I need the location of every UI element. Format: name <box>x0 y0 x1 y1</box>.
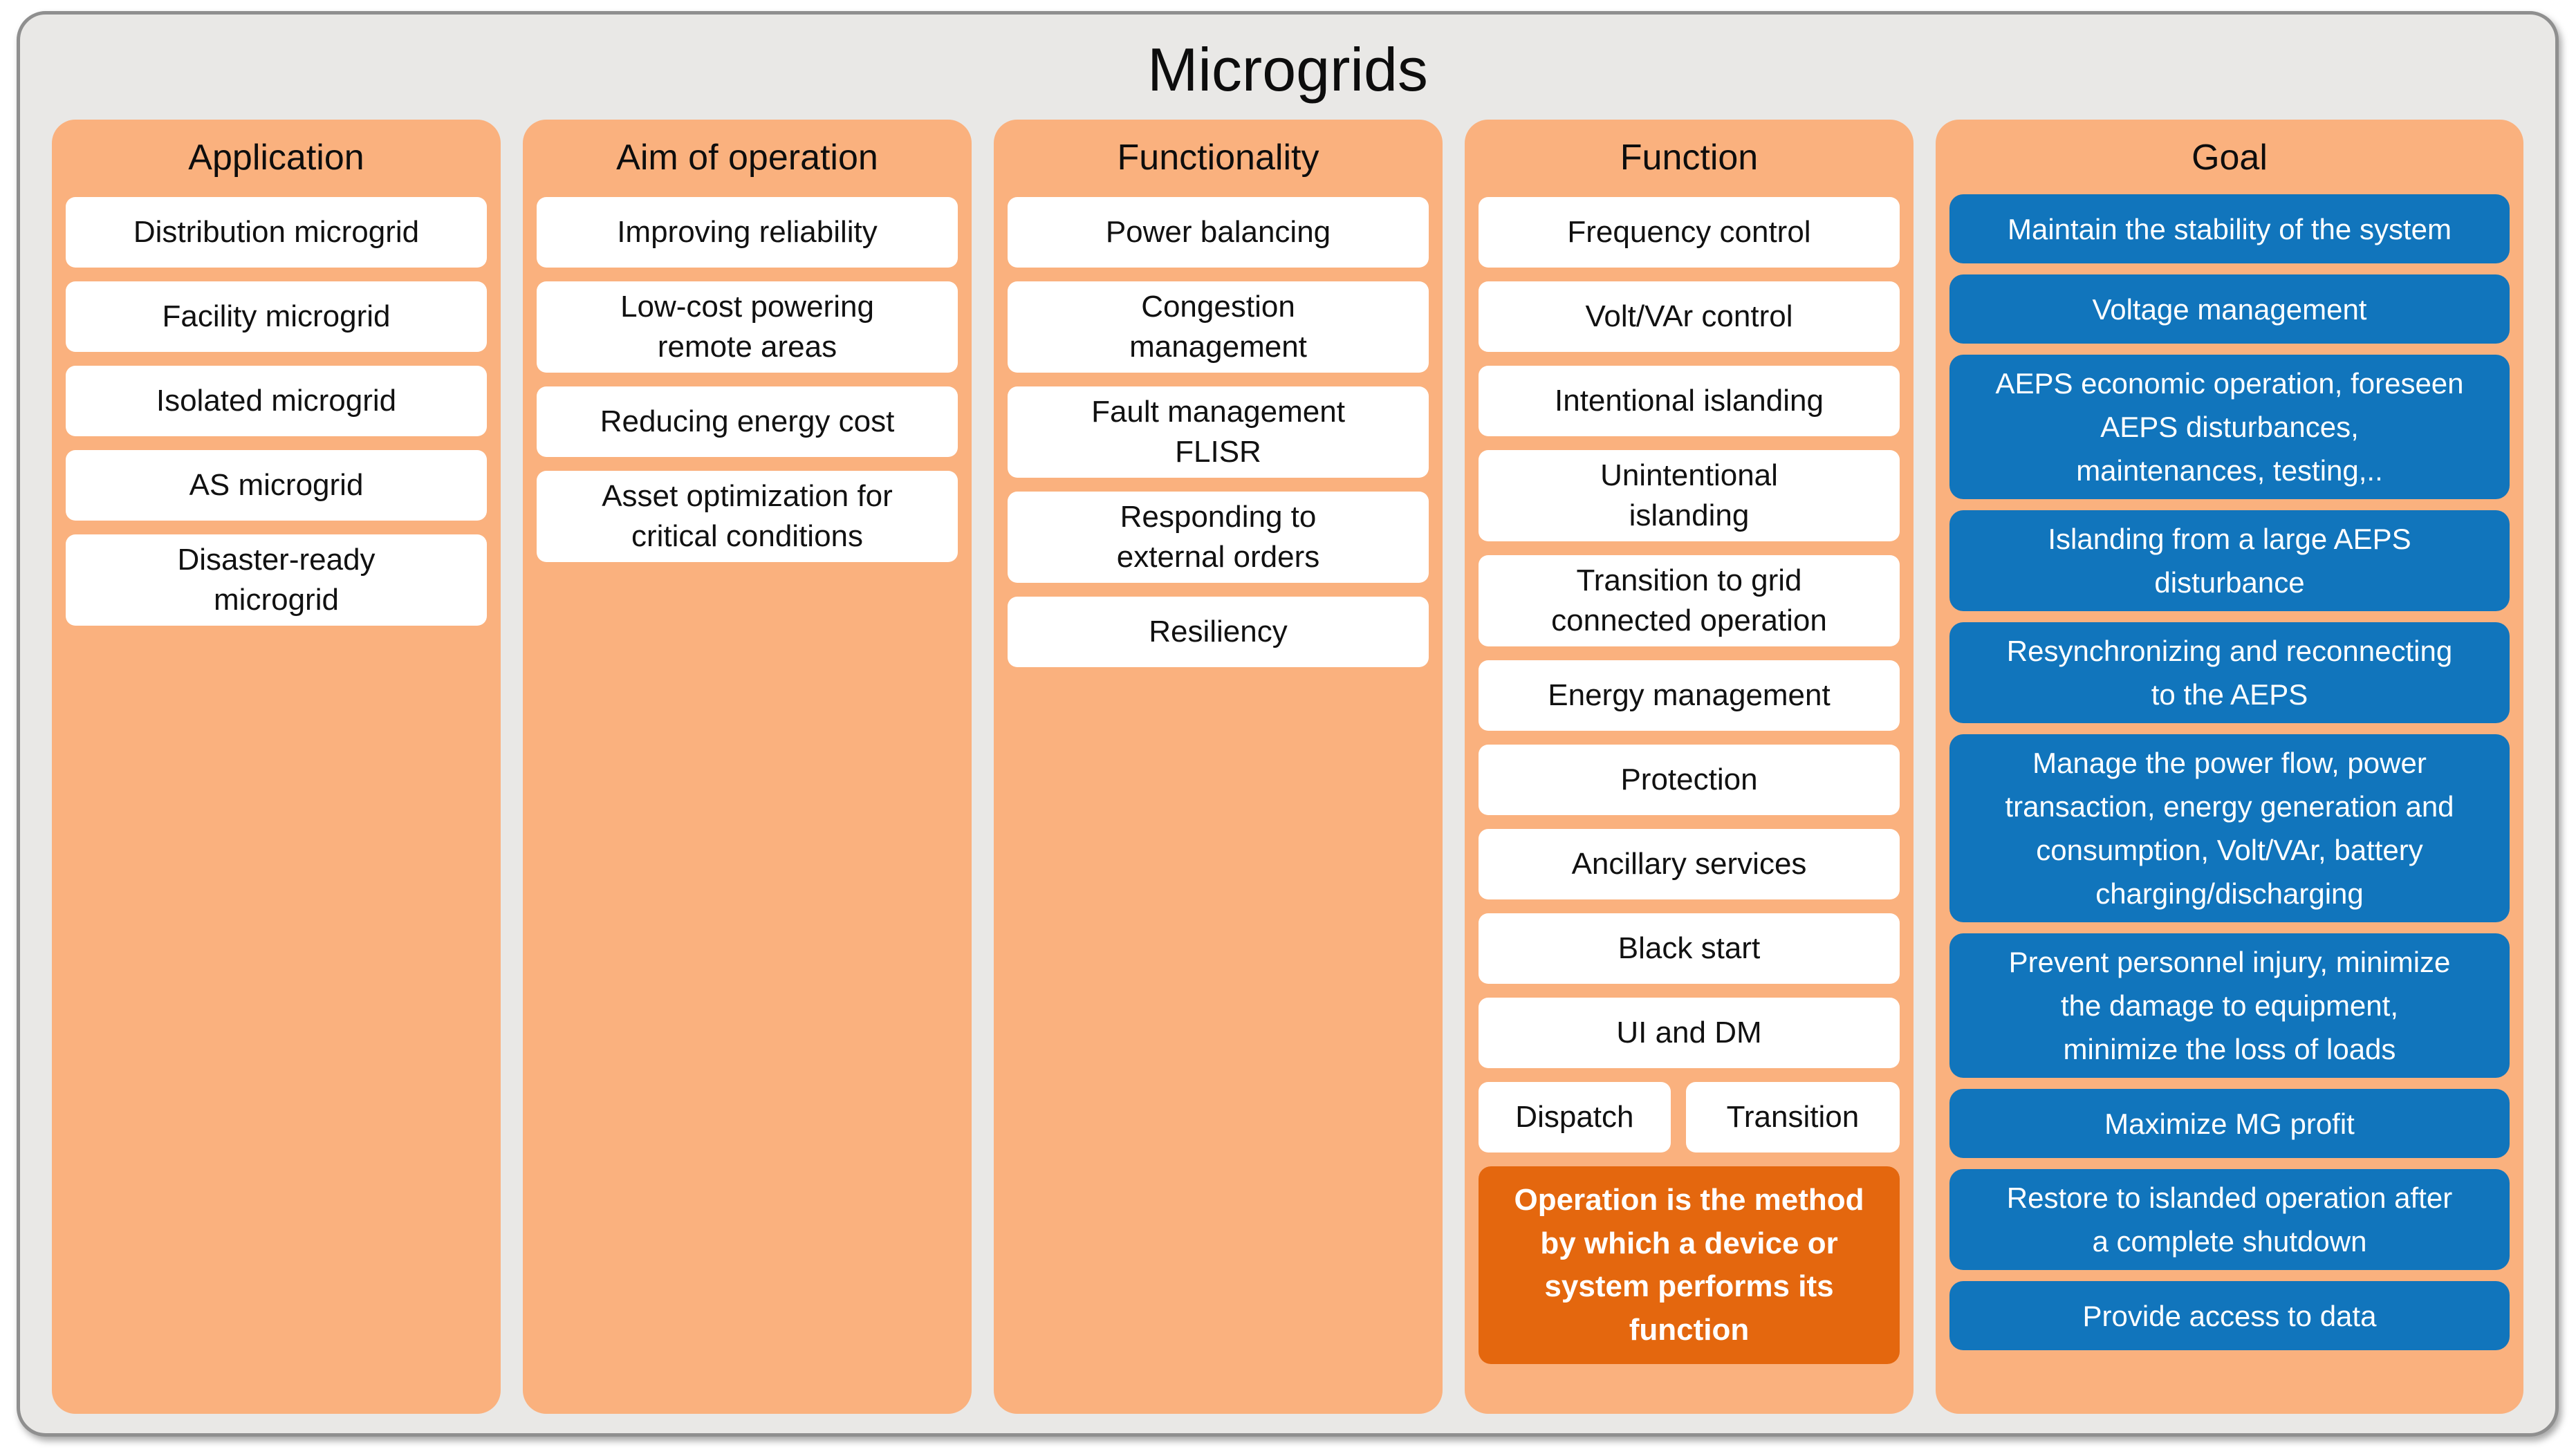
item-box: Congestion management <box>1008 281 1429 373</box>
goal-item-box: AEPS economic operation, foreseen AEPS d… <box>1949 355 2510 499</box>
item-box: Isolated microgrid <box>66 366 487 436</box>
diagram-title: Microgrids <box>1147 35 1428 104</box>
goal-item-box: Restore to islanded operation after a co… <box>1949 1169 2510 1270</box>
column-goal: Goal Maintain the stability of the syste… <box>1936 120 2523 1414</box>
item-box: Ancillary services <box>1479 829 1900 900</box>
item-box: Protection <box>1479 745 1900 816</box>
item-box: Intentional islanding <box>1479 366 1900 436</box>
item-box: AS microgrid <box>66 450 487 521</box>
item-box: Responding to external orders <box>1008 492 1429 584</box>
goal-item-box: Resynchronizing and reconnecting to the … <box>1949 622 2510 723</box>
column-functionality-header: Functionality <box>1117 138 1319 178</box>
goal-item-box: Voltage management <box>1949 274 2510 344</box>
item-box: Distribution microgrid <box>66 197 487 268</box>
definition-note-box: Operation is the method by which a devic… <box>1479 1166 1900 1365</box>
item-box: Volt/VAr control <box>1479 281 1900 352</box>
item-box: Unintentional islanding <box>1479 450 1900 542</box>
item-box: Improving reliability <box>537 197 958 268</box>
item-box: Energy management <box>1479 660 1900 731</box>
column-goal-header: Goal <box>2192 138 2268 178</box>
goal-item-box: Maintain the stability of the system <box>1949 194 2510 263</box>
item-box: Reducing energy cost <box>537 386 958 458</box>
item-box: Frequency control <box>1479 197 1900 268</box>
split-item-right: Transition <box>1685 1082 1900 1153</box>
goal-item-box: Prevent personnel injury, minimize the d… <box>1949 933 2510 1078</box>
item-box: Resiliency <box>1008 597 1429 668</box>
goal-item-box: Islanding from a large AEPS disturbance <box>1949 510 2510 611</box>
item-box: Disaster-ready microgrid <box>66 534 487 626</box>
goal-item-box: Provide access to data <box>1949 1281 2510 1350</box>
goal-item-box: Manage the power flow, power transaction… <box>1949 734 2510 922</box>
item-box: UI and DM <box>1479 998 1900 1069</box>
column-application-header: Application <box>188 138 364 178</box>
item-box: Power balancing <box>1008 197 1429 268</box>
item-box: Black start <box>1479 913 1900 984</box>
split-item-left: Dispatch <box>1479 1082 1671 1153</box>
item-box: Asset optimization for critical conditio… <box>537 471 958 563</box>
column-aim-of-operation-header: Aim of operation <box>616 138 878 178</box>
item-box: Low-cost powering remote areas <box>537 281 958 373</box>
goal-item-box: Maximize MG profit <box>1949 1089 2510 1158</box>
item-box: Transition to grid connected operation <box>1479 555 1900 647</box>
column-function-header: Function <box>1620 138 1759 178</box>
item-box: Facility microgrid <box>66 281 487 352</box>
item-box: Fault management FLISR <box>1008 386 1429 478</box>
microgrids-panel: Microgrids Application Distribution micr… <box>17 11 2559 1437</box>
